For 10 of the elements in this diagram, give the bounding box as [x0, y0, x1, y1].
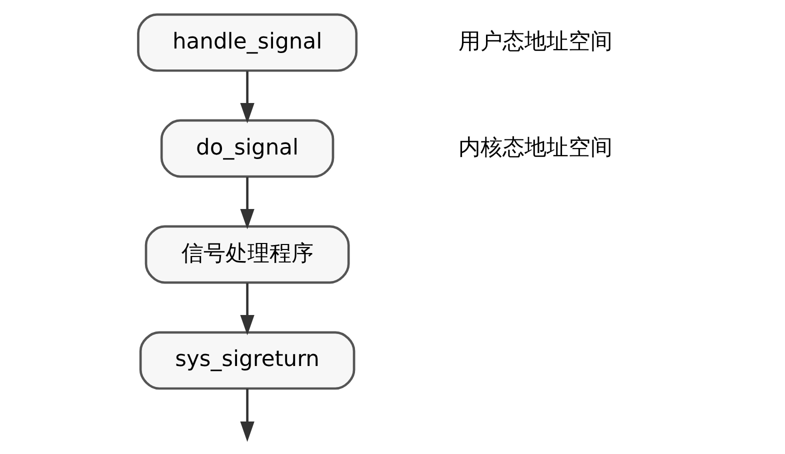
node-box: 信号处理程序: [144, 225, 350, 284]
node-box: sys_sigreturn: [138, 331, 355, 390]
arrow: [240, 71, 254, 124]
node-box: do_signal: [160, 119, 334, 178]
arrow: [240, 388, 254, 442]
arrow: [240, 177, 254, 230]
node-box: handle_signal: [136, 13, 358, 72]
label: 内核态地址空间: [458, 135, 612, 160]
label: 用户态地址空间: [458, 29, 612, 54]
arrow: [240, 283, 254, 336]
